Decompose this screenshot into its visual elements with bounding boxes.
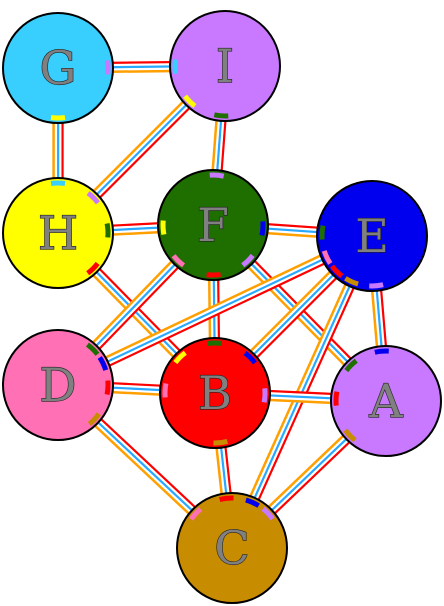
node-label: A <box>368 374 403 428</box>
node-arc <box>160 220 167 235</box>
node-arc <box>97 356 109 371</box>
edge-stripe <box>226 233 370 547</box>
nodes-layer: G I H F E D B A C <box>2 10 442 604</box>
node-arc <box>243 351 257 365</box>
node-arc <box>104 60 111 75</box>
node-arc <box>213 112 229 119</box>
node-arc <box>206 271 221 278</box>
node-circle <box>159 337 271 449</box>
node-arc <box>344 276 359 287</box>
node-arc <box>344 358 358 373</box>
node-arc <box>189 507 203 521</box>
node-arc <box>219 495 234 502</box>
node-label: E <box>355 209 389 263</box>
node-circle <box>330 345 442 457</box>
node-arc <box>207 340 222 347</box>
node-C: C <box>176 492 288 604</box>
node-circle <box>169 10 281 122</box>
node-B: B <box>159 337 271 449</box>
node-G: G <box>2 12 114 124</box>
node-circle <box>2 177 114 289</box>
edge-stripe <box>228 234 372 548</box>
node-label: G <box>40 41 77 95</box>
node-arc <box>172 59 179 74</box>
node-arc <box>171 254 186 268</box>
node-arc <box>261 388 268 403</box>
edge-E-C <box>226 233 378 551</box>
node-arc <box>321 250 333 265</box>
node-circle <box>157 169 269 281</box>
node-circle <box>2 12 114 124</box>
node-F: F <box>157 169 269 281</box>
node-arc <box>86 261 100 276</box>
node-arc <box>241 253 255 268</box>
node-arc <box>86 191 100 205</box>
node-arc <box>261 506 275 521</box>
node-A: A <box>330 345 442 457</box>
node-circle <box>316 180 428 292</box>
node-label: C <box>214 521 249 575</box>
node-label: B <box>198 366 232 420</box>
edge-E-D <box>55 230 375 391</box>
edge-stripe <box>56 232 372 385</box>
node-circle <box>176 492 288 604</box>
node-E: E <box>316 180 428 292</box>
edge-stripe <box>58 236 374 389</box>
node-I: I <box>169 10 281 122</box>
node-arc <box>213 439 228 446</box>
node-arc <box>104 380 111 395</box>
node-arc <box>183 94 197 108</box>
node-arc <box>343 428 357 443</box>
node-arc <box>87 412 101 426</box>
node-arc <box>319 225 326 240</box>
edge-stripe <box>57 234 373 387</box>
node-circle <box>2 329 114 441</box>
node-label: D <box>40 358 77 412</box>
node-H: H <box>2 177 114 289</box>
node-label: I <box>216 39 234 93</box>
node-arc <box>330 264 344 278</box>
node-arc <box>369 282 384 289</box>
node-arc <box>173 350 187 365</box>
node-arc <box>104 223 111 238</box>
edge-stripe <box>55 230 371 383</box>
node-D: D <box>2 329 114 441</box>
node-label: H <box>38 206 78 260</box>
edge-stripe <box>59 238 375 391</box>
node-arc <box>245 497 260 508</box>
node-arc <box>162 383 169 398</box>
node-arc <box>333 391 340 406</box>
node-label: F <box>197 198 229 252</box>
node-arc <box>259 221 266 236</box>
node-arc <box>209 172 225 179</box>
node-arc <box>374 348 389 355</box>
node-arc <box>85 342 100 356</box>
